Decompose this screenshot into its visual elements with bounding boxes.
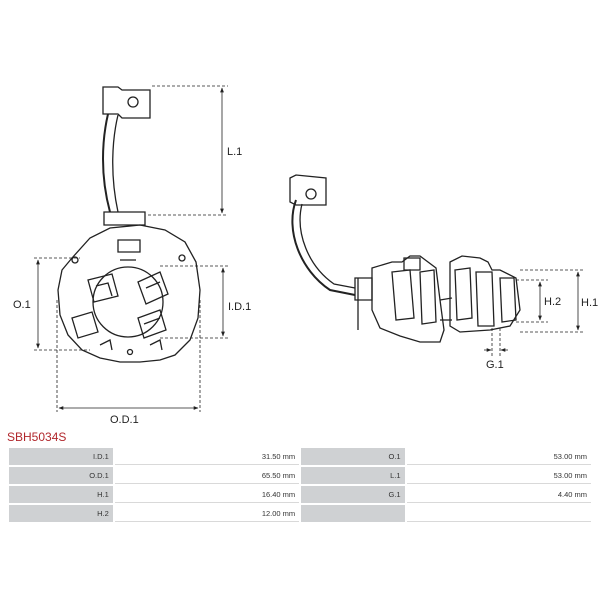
label-o1: O.1 — [13, 299, 31, 311]
terminal-lug — [102, 86, 151, 119]
spec-label — [301, 505, 405, 522]
brush-box-3 — [137, 309, 167, 339]
spec-label: H.2 — [9, 505, 113, 522]
terminal-hole — [127, 96, 139, 108]
side-view-dimensions — [484, 269, 584, 356]
commutator-opening — [92, 266, 164, 338]
spec-value: 31.50 mm — [114, 448, 300, 465]
label-od1: O.D.1 — [110, 414, 139, 425]
spec-label: O.1 — [301, 448, 405, 465]
front-view-dimensions — [34, 85, 228, 412]
spec-value: 4.40 mm — [406, 486, 591, 503]
side-terminal-lug — [289, 174, 327, 206]
brush-box-1 — [87, 273, 119, 303]
lead-wire — [102, 113, 111, 213]
side-lead-wire — [291, 199, 356, 296]
spec-value: 12.00 mm — [114, 505, 300, 522]
spec-label: H.1 — [9, 486, 113, 503]
spec-table: I.D.1 31.50 mm O.1 53.00 mm O.D.1 65.50 … — [7, 446, 593, 524]
side-holder-body — [371, 255, 445, 343]
spec-label: I.D.1 — [9, 448, 113, 465]
label-id1: I.D.1 — [228, 301, 251, 313]
side-brush-box — [449, 255, 521, 333]
table-row: H.2 12.00 mm — [9, 505, 591, 522]
spec-label: L.1 — [301, 467, 405, 484]
label-h1: H.1 — [581, 297, 598, 309]
spec-value: 53.00 mm — [406, 448, 591, 465]
spec-label: O.D.1 — [9, 467, 113, 484]
part-number-title: SBH5034S — [7, 430, 67, 444]
spec-value: 16.40 mm — [114, 486, 300, 503]
label-h2: H.2 — [544, 296, 561, 308]
side-view — [289, 174, 521, 343]
spec-label: G.1 — [301, 486, 405, 503]
spec-value — [406, 505, 591, 522]
brush-box-2 — [137, 271, 169, 305]
brush-box-4 — [71, 311, 99, 339]
table-row: I.D.1 31.50 mm O.1 53.00 mm — [9, 448, 591, 465]
holder-body — [57, 224, 201, 363]
table-row: H.1 16.40 mm G.1 4.40 mm — [9, 486, 591, 503]
label-l1: L.1 — [227, 146, 242, 158]
spec-value: 53.00 mm — [406, 467, 591, 484]
spec-value: 65.50 mm — [114, 467, 300, 484]
label-g1: G.1 — [486, 359, 504, 371]
technical-drawing: L.1 O.1 I.D.1 O.D.1 — [13, 85, 598, 425]
front-view — [57, 86, 201, 363]
table-row: O.D.1 65.50 mm L.1 53.00 mm — [9, 467, 591, 484]
